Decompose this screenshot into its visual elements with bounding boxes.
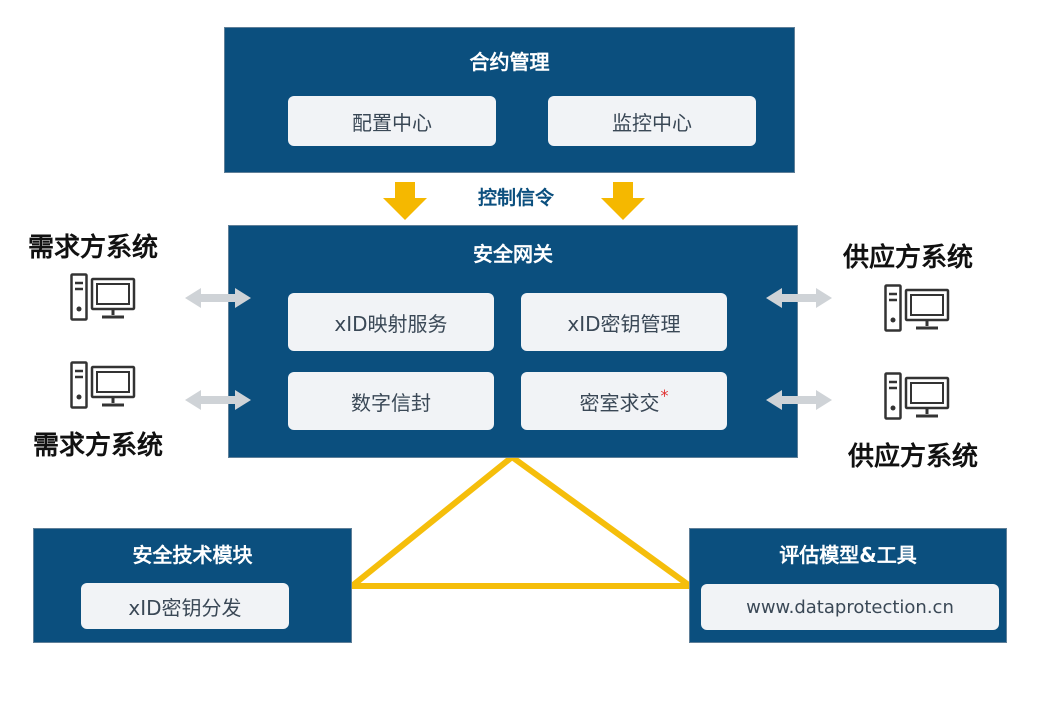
private-intersection-chip[interactable]: 密室求交*	[521, 372, 727, 430]
contract-management-panel: 合约管理 配置中心 监控中心	[224, 27, 795, 173]
security-tech-module-panel: 安全技术模块 xID密钥分发	[33, 528, 352, 643]
demand-system-label-bottom: 需求方系统	[33, 431, 164, 461]
down-arrow-left-icon	[383, 182, 427, 220]
contract-management-title: 合约管理	[469, 50, 550, 74]
config-center-chip[interactable]: 配置中心	[288, 96, 496, 146]
control-signal-label: 控制信令	[477, 187, 554, 209]
demand-system-label-top: 需求方系统	[28, 233, 159, 263]
bidirectional-arrow-icon	[185, 288, 251, 308]
asterisk-marker: *	[660, 385, 669, 405]
private-intersection-label: 密室求交	[579, 390, 660, 415]
dataprotection-url-link[interactable]: www.dataprotection.cn	[701, 584, 999, 630]
xid-key-management-chip[interactable]: xID密钥管理	[521, 293, 727, 351]
evaluation-tools-panel: 评估模型&工具 www.dataprotection.cn	[689, 528, 1007, 643]
xid-key-management-label: xID密钥管理	[567, 311, 681, 336]
digital-envelope-chip[interactable]: 数字信封	[288, 372, 494, 430]
supply-system-label-top: 供应方系统	[843, 243, 974, 273]
bidirectional-arrow-icon	[185, 390, 251, 410]
digital-envelope-label: 数字信封	[351, 390, 431, 415]
monitor-center-chip[interactable]: 监控中心	[548, 96, 756, 146]
computer-icon	[884, 372, 950, 420]
computer-icon	[70, 273, 136, 321]
bidirectional-arrow-icon	[766, 288, 832, 308]
security-tech-module-title: 安全技术模块	[132, 543, 253, 567]
xid-key-distribution-chip[interactable]: xID密钥分发	[81, 583, 289, 629]
evaluation-tools-title: 评估模型&工具	[779, 543, 917, 567]
security-gateway-panel: 安全网关 xID映射服务 xID密钥管理 数字信封 密室求交*	[228, 225, 798, 458]
computer-icon	[70, 361, 136, 409]
bidirectional-arrow-icon	[766, 390, 832, 410]
computer-icon	[884, 284, 950, 332]
xid-mapping-chip[interactable]: xID映射服务	[288, 293, 494, 351]
down-arrow-right-icon	[601, 182, 645, 220]
supply-system-label-bottom: 供应方系统	[848, 442, 979, 472]
xid-mapping-label: xID映射服务	[334, 311, 448, 336]
security-gateway-title: 安全网关	[473, 242, 553, 266]
